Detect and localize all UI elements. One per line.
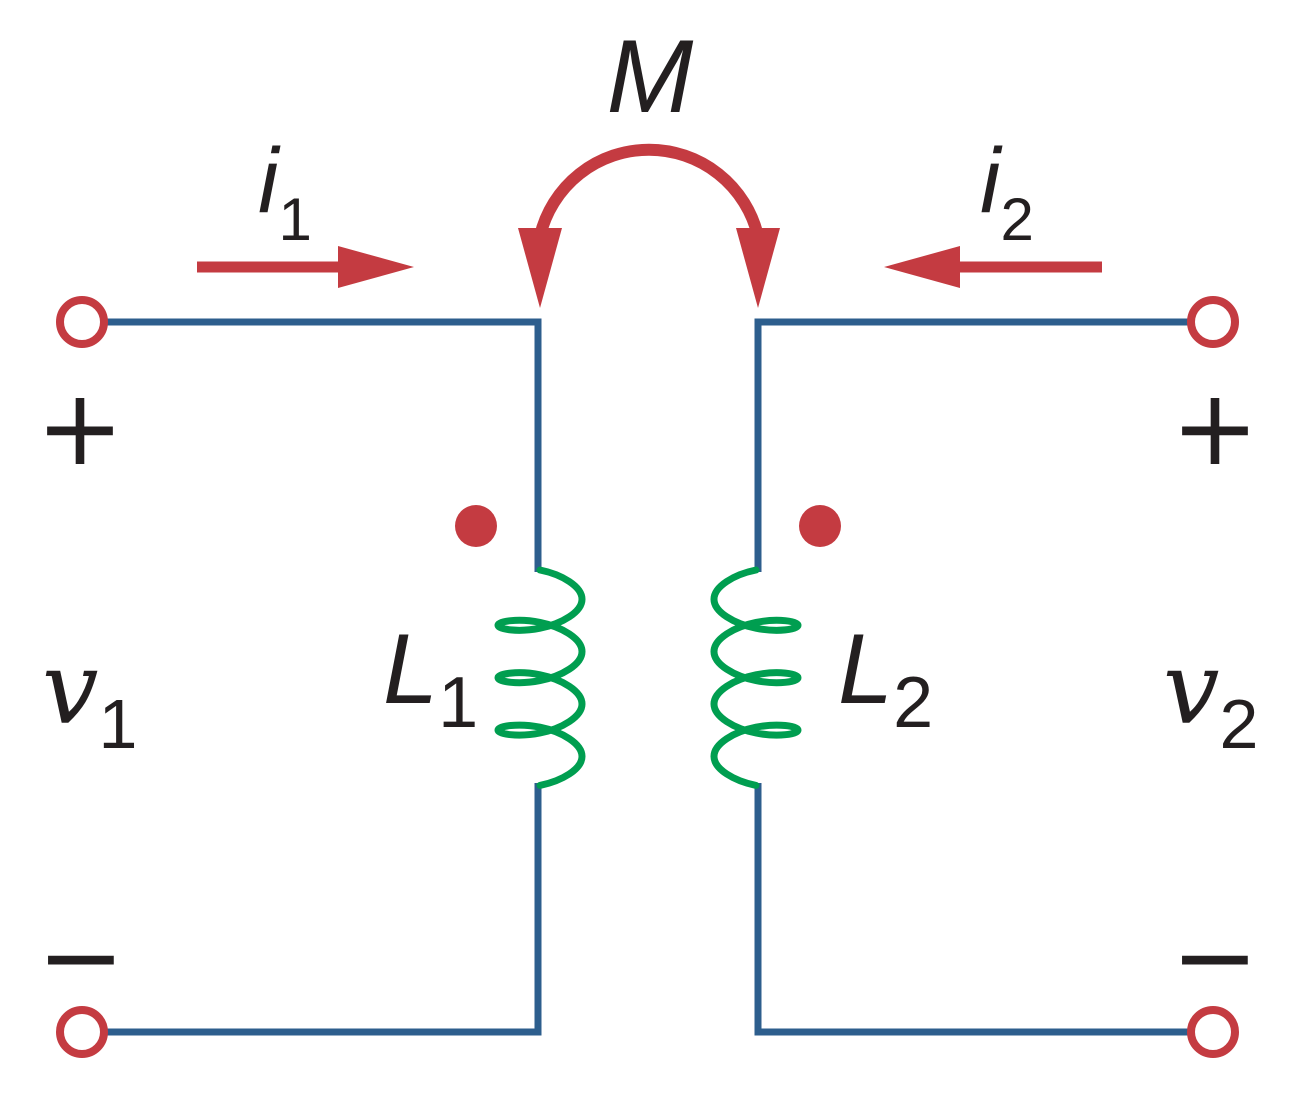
mutual-coupling-arrow: [518, 143, 780, 308]
label-voltage-v1: v1: [42, 630, 137, 763]
mutual-arrowhead-left-icon: [518, 228, 562, 308]
L2-base: L: [838, 613, 893, 724]
L1-subscript: 1: [438, 663, 478, 743]
L2-subscript: 2: [893, 663, 933, 743]
inductor-L2-coil: [710, 566, 802, 789]
terminal-port1-top: [56, 296, 108, 348]
v1-subscript: 1: [99, 685, 138, 763]
i2-arrowhead-icon: [884, 246, 960, 288]
current-arrow-i1: [197, 246, 414, 288]
dot-marker-L2: [799, 505, 841, 547]
plus-sign-port2: +: [1171, 367, 1259, 489]
wire-port2-top: [754, 318, 1189, 572]
i1-base: i: [258, 130, 281, 232]
v1-base: v: [42, 630, 99, 747]
wire-port1-top: [106, 318, 542, 572]
label-inductor-L2: L2: [838, 613, 933, 743]
label-current-i1: i1: [258, 130, 312, 253]
mutual-arrowhead-right-icon: [736, 228, 780, 308]
v2-subscript: 2: [1220, 685, 1259, 763]
terminal-port1-bottom: [56, 1006, 108, 1058]
terminal-port2-bottom: [1187, 1006, 1239, 1058]
mutual-arc: [534, 143, 764, 238]
v2-base: v: [1163, 630, 1220, 747]
wire-port1-bottom: [106, 783, 542, 1036]
current-arrow-i2: [884, 246, 1102, 288]
label-current-i2: i2: [980, 130, 1034, 253]
label-voltage-v2: v2: [1163, 630, 1258, 763]
i2-subscript: 2: [1000, 186, 1033, 253]
L1-base: L: [383, 613, 438, 724]
i2-base: i: [980, 130, 1003, 232]
dot-marker-L1: [455, 505, 497, 547]
i1-arrowhead-icon: [338, 246, 414, 288]
wire-port2-bottom: [754, 783, 1189, 1036]
terminal-port2-top: [1187, 296, 1239, 348]
i1-subscript: 1: [278, 186, 311, 253]
minus-sign-port1: −: [37, 896, 125, 1018]
label-inductor-L1: L1: [383, 613, 478, 743]
label-mutual-M: M: [607, 19, 694, 135]
plus-sign-port1: +: [36, 367, 124, 489]
inductor-L1-coil: [494, 566, 586, 789]
minus-sign-port2: −: [1171, 896, 1259, 1018]
